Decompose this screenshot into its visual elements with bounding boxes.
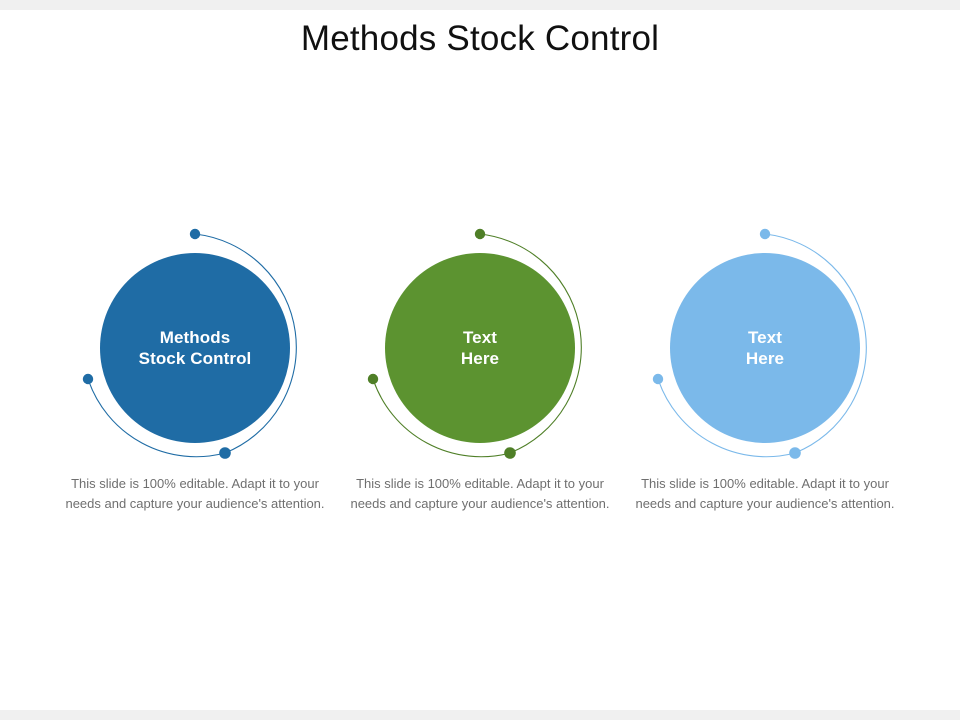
orbit-rings-icon-3: [622, 222, 908, 472]
caption-text-1: This slide is 100% editable. Adapt it to…: [65, 476, 325, 511]
slide-top-border: [0, 0, 960, 10]
circle-diagram-group: Methods Stock Control This slide is 100%…: [0, 222, 960, 542]
circle-shape-2[interactable]: Text Here: [385, 253, 575, 443]
slide-bottom-border: [0, 710, 960, 720]
diagram-item-2[interactable]: Text Here This slide is 100% editable. A…: [337, 222, 623, 542]
circle-shape-1[interactable]: Methods Stock Control: [100, 253, 290, 443]
orbit-rings-icon-1: [52, 222, 338, 472]
circle-label-3: Text Here: [745, 328, 785, 368]
caption-text-3: This slide is 100% editable. Adapt it to…: [635, 476, 895, 511]
diagram-item-1[interactable]: Methods Stock Control This slide is 100%…: [52, 222, 338, 542]
caption-text-2: This slide is 100% editable. Adapt it to…: [350, 476, 610, 511]
page-title: Methods Stock Control: [300, 19, 660, 58]
circle-label-1: Methods Stock Control: [138, 328, 252, 368]
orbit-rings-icon-2: [337, 222, 623, 472]
circle-label-2: Text Here: [460, 328, 500, 368]
circle-shape-3[interactable]: Text Here: [670, 253, 860, 443]
diagram-item-3[interactable]: Text Here This slide is 100% editable. A…: [622, 222, 908, 542]
